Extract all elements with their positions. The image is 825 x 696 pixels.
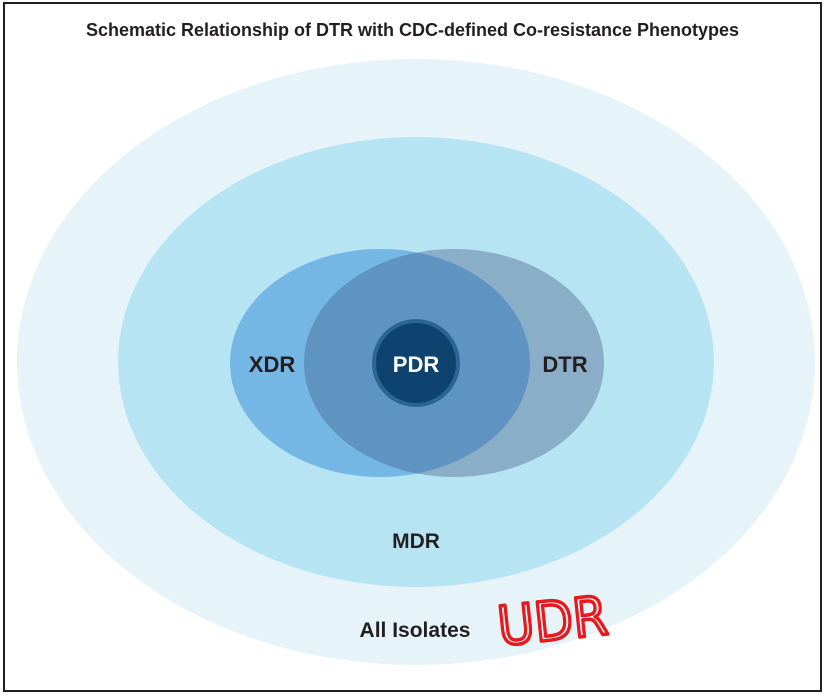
xdr-label: XDR [249,352,296,377]
diagram-frame [3,2,822,692]
diagram-title: Schematic Relationship of DTR with CDC-d… [85,20,740,40]
pdr-label: PDR [393,352,440,377]
handwritten-udr-annotation: UDR [495,584,611,658]
pdr-circle [376,323,456,403]
all-isolates-label: All Isolates [360,619,471,642]
dtr-label: DTR [542,352,587,377]
mdr-label: MDR [392,530,440,553]
